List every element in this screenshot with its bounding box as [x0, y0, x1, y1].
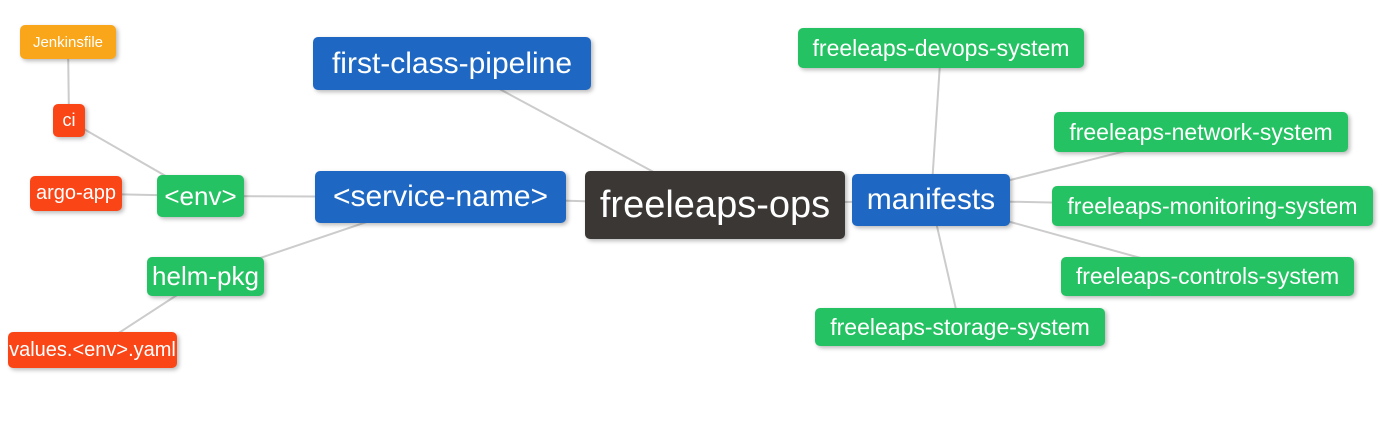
node-freeleaps-ops[interactable]: freeleaps-ops — [585, 171, 845, 239]
node-helm-pkg[interactable]: helm-pkg — [147, 257, 264, 296]
node-storage-system[interactable]: freeleaps-storage-system — [815, 308, 1105, 346]
node-values-env-yaml[interactable]: values.<env>.yaml — [8, 332, 177, 368]
node-controls-system[interactable]: freeleaps-controls-system — [1061, 257, 1354, 296]
node-ci[interactable]: ci — [53, 104, 85, 137]
node-jenkinsfile[interactable]: Jenkinsfile — [20, 25, 116, 59]
node-first-class-pipeline[interactable]: first-class-pipeline — [313, 37, 591, 90]
node-argo-app[interactable]: argo-app — [30, 176, 122, 211]
node-devops-system[interactable]: freeleaps-devops-system — [798, 28, 1084, 68]
node-manifests[interactable]: manifests — [852, 174, 1010, 226]
node-env[interactable]: <env> — [157, 175, 244, 217]
node-monitoring-system[interactable]: freeleaps-monitoring-system — [1052, 186, 1373, 226]
node-network-system[interactable]: freeleaps-network-system — [1054, 112, 1348, 152]
node-service-name[interactable]: <service-name> — [315, 171, 566, 223]
